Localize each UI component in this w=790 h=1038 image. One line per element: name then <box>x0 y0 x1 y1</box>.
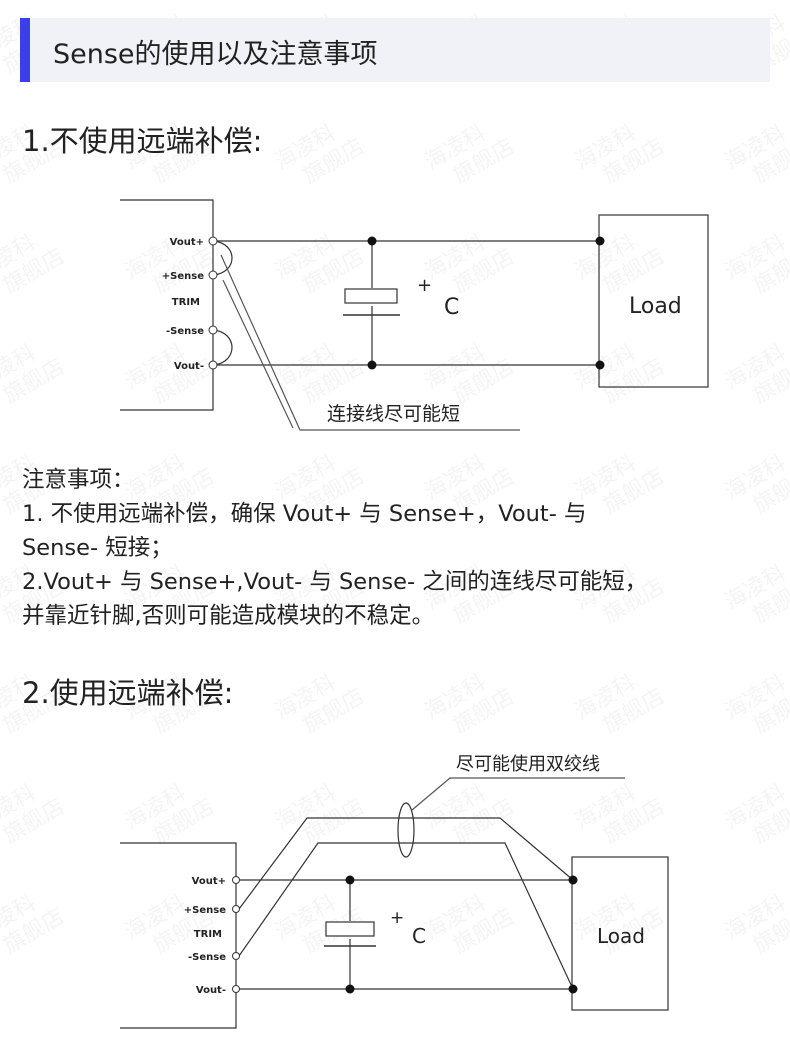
capacitor-label: C <box>412 924 426 948</box>
callout-text: 连接线尽可能短 <box>327 403 460 425</box>
notes-title: 注意事项： <box>22 467 135 493</box>
load-box <box>571 856 669 1011</box>
capacitor-polarity: + <box>417 275 432 296</box>
pin-label-trim: TRIM <box>194 929 222 940</box>
capacitor-polarity: + <box>390 908 404 928</box>
pin-label-sense-plus: +Sense <box>184 905 226 916</box>
load-box <box>598 214 709 388</box>
module-outline <box>120 842 237 1029</box>
section1-heading: 1.不使用远端补偿: <box>22 124 263 158</box>
pin-label-sense-plus: +Sense <box>162 271 204 282</box>
callout-leader <box>220 254 520 431</box>
pin-label-vout-plus: Vout+ <box>170 237 204 248</box>
module-outline <box>120 199 214 411</box>
pin-label-vout-minus: Vout- <box>196 985 226 996</box>
notes-line: 2.Vout+ 与 Sense+,Vout- 与 Sense- 之间的连线尽可能… <box>22 569 648 595</box>
sense-plus-wire <box>238 817 574 910</box>
notes-block: 注意事项： 1. 不使用远端补偿，确保 Vout+ 与 Sense+，Vout-… <box>22 463 782 633</box>
sense-minus-wire <box>238 842 574 990</box>
callout-text: 尽可能使用双绞线 <box>456 754 600 775</box>
callout-leader <box>411 777 625 811</box>
pin-label-trim: TRIM <box>172 297 200 308</box>
capacitor-symbol <box>344 288 398 304</box>
notes-line: Sense- 短接； <box>22 535 173 561</box>
notes-line: 1. 不使用远端补偿，确保 Vout+ 与 Sense+，Vout- 与 <box>22 501 587 527</box>
header-accent-bar <box>20 18 30 82</box>
capacitor-symbol <box>325 921 375 937</box>
jumper-vout-minus-sense-minus <box>213 329 233 366</box>
capacitor-label: C <box>444 295 459 320</box>
load-label: Load <box>629 294 682 319</box>
jumper-vout-plus-sense-plus <box>213 240 233 276</box>
pin-label-vout-plus: Vout+ <box>192 876 226 887</box>
pin-label-sense-minus: -Sense <box>188 952 226 963</box>
load-label: Load <box>597 924 645 948</box>
notes-line: 并靠近针脚,否则可能造成模块的不稳定。 <box>22 603 435 629</box>
section2-heading: 2.使用远端补偿: <box>22 676 234 710</box>
header-title: Sense的使用以及注意事项 <box>53 39 378 70</box>
pin-label-vout-minus: Vout- <box>174 361 204 372</box>
twisted-pair-marker <box>397 802 415 858</box>
section-header: Sense的使用以及注意事项 <box>20 18 770 82</box>
pin-label-sense-minus: -Sense <box>166 326 204 337</box>
